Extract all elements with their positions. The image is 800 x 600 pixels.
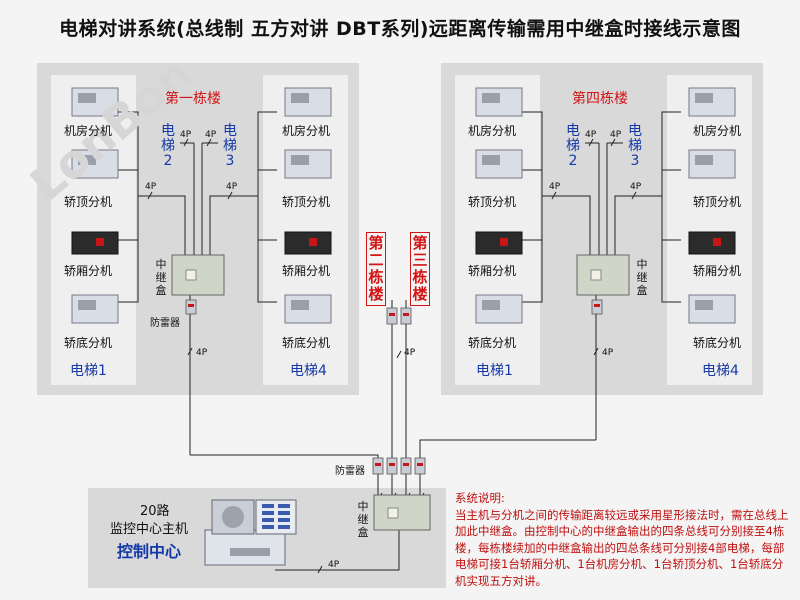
control-host-device <box>204 499 297 566</box>
control-relay-label: 中继盒 <box>357 500 369 539</box>
b4-devices <box>475 87 736 324</box>
b4-l-unit-1: 机房分机 <box>468 124 517 138</box>
b4-relay-label: 中继盒 <box>636 258 648 297</box>
b4-l-unit-2: 轿顶分机 <box>468 195 517 209</box>
b4-wire-e2: 4P <box>585 130 597 140</box>
control-host-label: 监控中心主机 <box>110 522 189 537</box>
building-2-label: 第二栋楼 <box>366 232 386 306</box>
diagram-title: 电梯对讲系统(总线制 五方对讲 DBT系列)远距离传输需用中继盒时接线示意图 <box>59 18 741 40</box>
b4-r-unit-2: 轿顶分机 <box>693 195 742 209</box>
b1-l-unit-3: 轿厢分机 <box>64 264 113 278</box>
b1-wire-e3: 4P <box>205 130 217 140</box>
b1-elevator-3: 电梯3 <box>223 123 237 169</box>
b1-right-column <box>263 75 348 385</box>
b1-l-unit-2: 轿顶分机 <box>64 195 113 209</box>
b4-elevator-2: 电梯2 <box>566 123 580 169</box>
b1-r-unit-1: 机房分机 <box>282 124 331 138</box>
building-4-name: 第四栋楼 <box>572 91 628 107</box>
b1-elevator-1: 电梯1 <box>70 363 107 379</box>
building-3-label: 第三栋楼 <box>410 232 430 306</box>
trunk-arrester-label: 防雷器 <box>335 466 365 477</box>
b4-right-column <box>667 75 752 385</box>
b4-r-unit-3: 轿厢分机 <box>693 264 742 278</box>
b4-elevator-1: 电梯1 <box>476 363 513 379</box>
b4-wire-down: 4P <box>602 348 614 358</box>
b4-r-unit-4: 轿底分机 <box>693 336 742 350</box>
b1-wire-down: 4P <box>196 348 208 358</box>
b4-l-unit-3: 轿厢分机 <box>468 264 517 278</box>
control-count: 20路 <box>140 504 170 519</box>
b1-elevator-4: 电梯4 <box>290 363 327 379</box>
mid-wire: 4P <box>404 348 416 358</box>
b1-r-unit-4: 轿底分机 <box>282 336 331 350</box>
b4-r-unit-1: 机房分机 <box>693 124 742 138</box>
control-wire: 4P <box>328 560 340 570</box>
relay-box-control <box>373 494 431 531</box>
b1-wire-l: 4P <box>145 182 157 192</box>
b4-wire-e3: 4P <box>610 130 622 140</box>
b4-wire-l: 4P <box>549 182 561 192</box>
b1-r-unit-2: 轿顶分机 <box>282 195 331 209</box>
b1-l-unit-1: 机房分机 <box>64 124 113 138</box>
notes-heading: 系统说明: <box>455 491 505 505</box>
b1-arrester-label: 防雷器 <box>150 318 180 329</box>
b1-devices <box>71 87 332 324</box>
b1-elevator-2: 电梯2 <box>161 123 175 169</box>
relay-box-b1 <box>171 254 225 296</box>
b1-l-unit-4: 轿底分机 <box>64 336 113 350</box>
b1-left-column <box>51 75 136 385</box>
control-center-label: 控制中心 <box>117 542 182 561</box>
relay-box-b4 <box>576 254 630 296</box>
b1-relay-label: 中继盒 <box>155 258 167 297</box>
b4-left-column <box>455 75 540 385</box>
b1-wire-r: 4P <box>226 182 238 192</box>
b4-l-unit-4: 轿底分机 <box>468 336 517 350</box>
notes-body: 当主机与分机之间的传输距离较远或采用星形接法时，需在总线上加此中继盒。由控制中心… <box>455 507 789 588</box>
b4-elevator-4: 电梯4 <box>702 363 739 379</box>
b1-wire-e2: 4P <box>180 130 192 140</box>
b4-wire-r: 4P <box>630 182 642 192</box>
b4-elevator-3: 电梯3 <box>628 123 642 169</box>
b1-r-unit-3: 轿厢分机 <box>282 264 331 278</box>
system-notes: 系统说明: 当主机与分机之间的传输距离较远或采用星形接法时，需在总线上加此中继盒… <box>455 490 790 589</box>
building-1-name: 第一栋楼 <box>165 91 221 107</box>
